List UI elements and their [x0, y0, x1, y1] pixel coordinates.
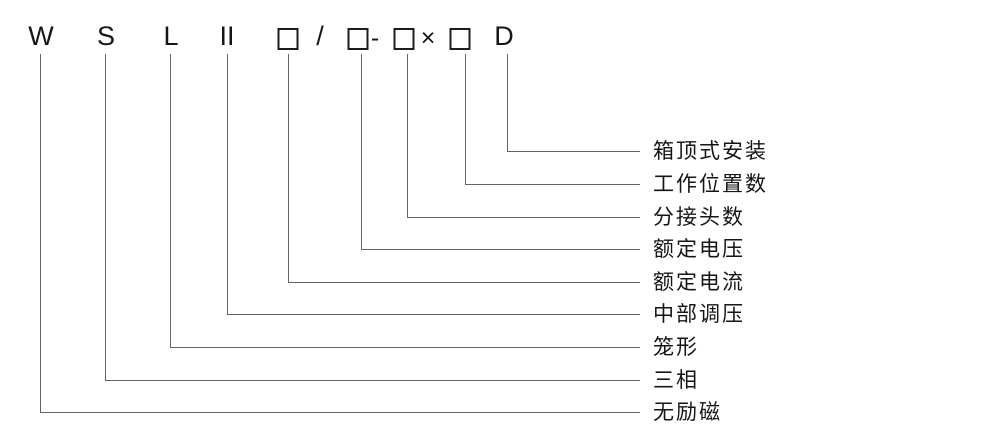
connector-cage-type — [170, 54, 640, 348]
code-letter-l: L — [163, 21, 179, 51]
connector-tap-count — [407, 54, 640, 218]
label-tap-count: 分接头数 — [653, 206, 745, 229]
label-rated-voltage: 额定电压 — [653, 238, 745, 261]
placeholder-box-tap-count-icon — [393, 28, 415, 50]
code-hyphen-separator: - — [370, 24, 380, 52]
connector-middle-regulation — [227, 54, 640, 315]
label-cage-type: 笼形 — [653, 336, 699, 359]
code-letter-d: D — [494, 21, 514, 51]
code-letter-s: S — [96, 21, 116, 51]
connector-working-positions — [465, 54, 640, 185]
label-rated-current: 额定电流 — [653, 271, 745, 294]
connector-rated-current — [288, 54, 640, 283]
placeholder-box-rated-current-icon — [277, 28, 299, 50]
label-top-mount: 箱顶式安装 — [653, 140, 768, 163]
code-numeral-ii: II — [219, 21, 235, 51]
placeholder-box-working-positions-icon — [449, 28, 471, 50]
code-times-separator: × — [420, 24, 436, 52]
label-middle-regulation: 中部调压 — [653, 303, 745, 326]
label-working-positions: 工作位置数 — [653, 173, 768, 196]
connector-rated-voltage — [361, 54, 640, 250]
connector-three-phase — [105, 54, 640, 381]
code-slash-separator: / — [316, 21, 324, 51]
connector-no-excitation — [40, 54, 640, 413]
label-three-phase: 三相 — [653, 369, 699, 392]
connector-top-mount — [507, 54, 640, 152]
code-letter-w: W — [28, 21, 54, 51]
placeholder-box-rated-voltage-icon — [347, 28, 369, 50]
label-no-excitation: 无励磁 — [653, 401, 722, 424]
